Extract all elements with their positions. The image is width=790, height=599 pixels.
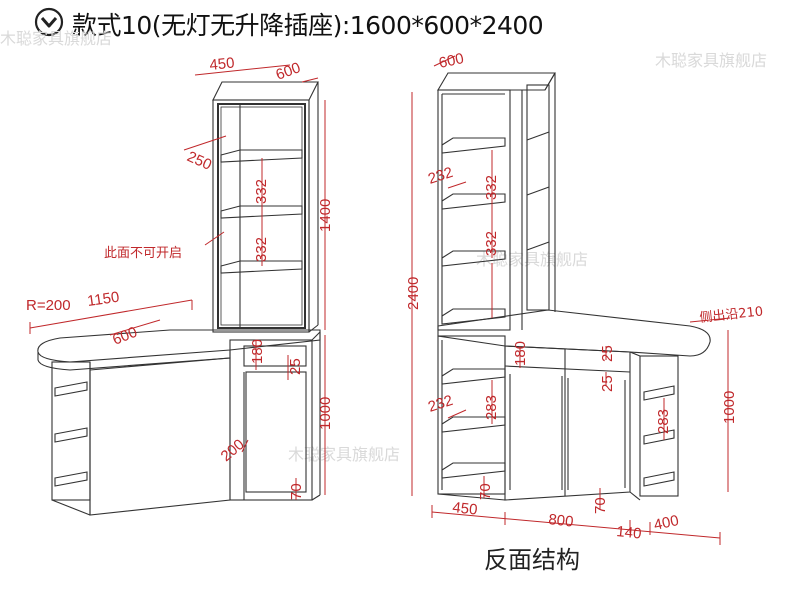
caption: 反面结构 (484, 546, 580, 574)
left-cabinet (37, 81, 321, 516)
watermark: 木聪家具旗舰店 (288, 445, 400, 464)
dim-gap-small: 25 (287, 358, 304, 375)
right-cabinet (437, 72, 711, 501)
header: 款式10(无灯无升降插座):1600*600*2400 (0, 0, 790, 48)
side-edge-note: 侧出沿210 (699, 304, 764, 326)
watermark: 木聪家具旗舰店 (0, 29, 112, 48)
dim-total-height: 2400 (405, 277, 422, 310)
watermark: 木聪家具旗舰店 (476, 250, 588, 269)
dim-gap-mid: 25 (599, 375, 616, 392)
dim-shelf-gap-2: 332 (253, 237, 270, 262)
dim-width-2: 800 (548, 511, 575, 531)
dim-shelf-depth: 250 (184, 148, 214, 174)
dim-gap-top: 25 (599, 345, 616, 362)
dim-end-shelf-gap: 283 (655, 409, 672, 434)
glass-note: 此面不可开启 (104, 246, 182, 261)
page-title: 款式10(无灯无升降插座):1600*600*2400 (72, 11, 544, 40)
dim-top-depth: 600 (437, 50, 465, 72)
dim-top-depth: 600 (274, 59, 303, 84)
dimension-lines (29, 55, 731, 545)
dim-counter-height: 1000 (317, 397, 334, 430)
dim-shelf-gap-2: 332 (483, 231, 500, 256)
dim-top-width: 450 (209, 54, 236, 74)
dim-width-1: 450 (452, 499, 479, 519)
dim-toe-kick-1: 70 (477, 483, 494, 500)
dim-drawer-height: 180 (249, 339, 266, 364)
dim-shelf-gap-1: 332 (483, 175, 500, 200)
dim-inner-depth: 200 (218, 436, 248, 465)
dim-lower-shelf-gap: 283 (483, 395, 500, 420)
dim-shelf-depth: 232 (426, 164, 455, 188)
dim-width-4: 400 (652, 512, 680, 534)
dim-counter-height: 1000 (721, 391, 738, 424)
dim-width-3: 140 (616, 523, 643, 543)
dim-toe-kick: 70 (288, 483, 305, 500)
dim-radius: R=200 (26, 297, 71, 314)
dim-lower-shelf-depth: 232 (426, 392, 455, 416)
dim-toe-kick-2: 70 (592, 497, 609, 514)
dim-shelf-gap-1: 332 (253, 179, 270, 204)
chevron-down-circle-icon (34, 7, 64, 37)
dimension-labels: 450 600 250 332 332 1400 此面不可开启 R=200 11… (26, 50, 764, 543)
dim-counter-length: 1150 (86, 289, 120, 310)
dim-drawer-height: 180 (512, 341, 529, 366)
dim-tower-height: 1400 (317, 199, 334, 232)
watermark: 木聪家具旗舰店 (655, 51, 767, 70)
